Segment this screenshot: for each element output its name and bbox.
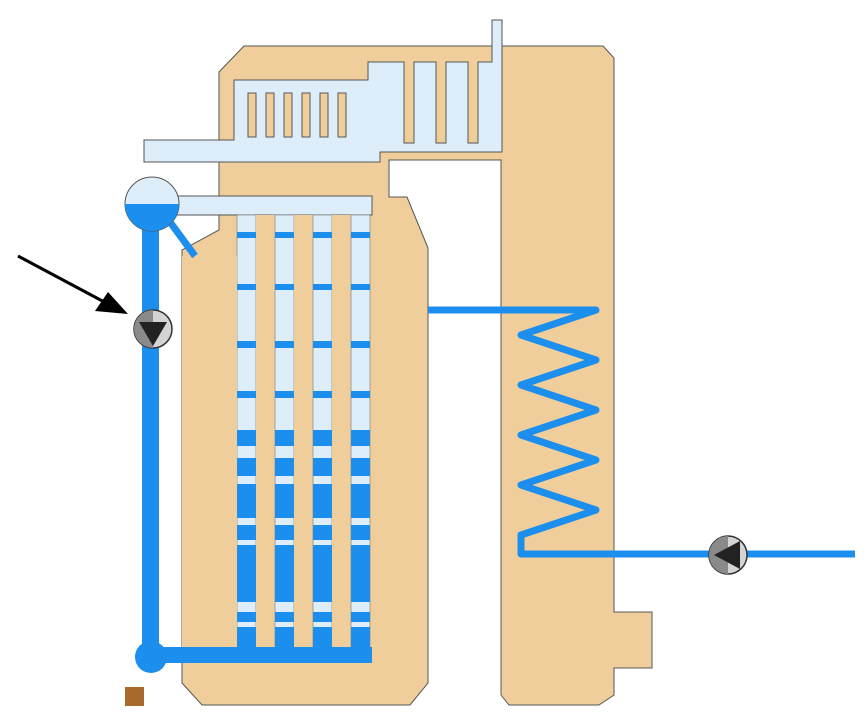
water-slug [275,484,294,518]
water-slug [313,484,332,518]
water-slug [237,525,256,540]
water-slug [313,232,332,238]
water-slug [313,391,332,398]
superheater-tubes [143,19,503,163]
superheater-slot [301,92,311,138]
water-fill [313,628,332,650]
upper-header [169,195,373,216]
water-slug [351,284,370,290]
riser-2 [274,214,295,651]
riser-gap [332,215,351,650]
water-slug [313,525,332,540]
water-slug [237,484,256,518]
water-slug [351,525,370,540]
square-marker-icon [125,687,144,706]
water-slug [237,391,256,398]
riser-gap [256,215,275,650]
water-slug [275,341,294,348]
water-slug [351,612,370,622]
circulation-pump-icon[interactable] [133,309,173,349]
water-slug [313,458,332,476]
lower-header-pipe [150,647,372,663]
water-slug [275,525,294,540]
steam-drum-icon [124,176,180,232]
water-slug [237,232,256,238]
furnace-wall-left [182,256,237,650]
feedwater-pump-icon[interactable] [708,535,748,575]
riser-tubes [182,214,371,651]
water-slug [351,484,370,518]
water-slug [275,458,294,476]
water-slug [313,430,332,446]
diagonal-pipe [167,219,198,259]
water-fill [275,628,294,650]
water-slug [237,284,256,290]
water-slug [313,284,332,290]
water-fill [237,628,256,650]
superheater-slot [337,92,347,138]
water-slug [237,341,256,348]
water-slug [237,458,256,476]
water-slug [351,430,370,446]
riser-4 [350,214,371,651]
water-slug [237,612,256,622]
water-slug [275,232,294,238]
water-slug [275,612,294,622]
riser-1 [236,214,257,651]
water-slug [275,430,294,446]
water-slug [351,232,370,238]
superheater-slot [319,92,329,138]
lower-header-icon [135,641,167,673]
water-slug [351,341,370,348]
water-slug [351,391,370,398]
water-slug [313,612,332,622]
downcomer-pipe [142,210,159,660]
water-fill [351,628,370,650]
water-slug [313,545,332,602]
water-slug [237,545,256,602]
economizer-coil [428,306,855,558]
superheater-slot [265,92,275,138]
water-slug [275,545,294,602]
water-slug [237,430,256,446]
superheater-slot [283,92,293,138]
water-slug [351,545,370,602]
arrow-icon [17,254,128,314]
water-slug [275,391,294,398]
water-slug [275,284,294,290]
water-slug [313,341,332,348]
riser-3 [312,214,333,651]
riser-gap [294,215,313,650]
superheater-slot [247,92,257,138]
water-slug [351,458,370,476]
